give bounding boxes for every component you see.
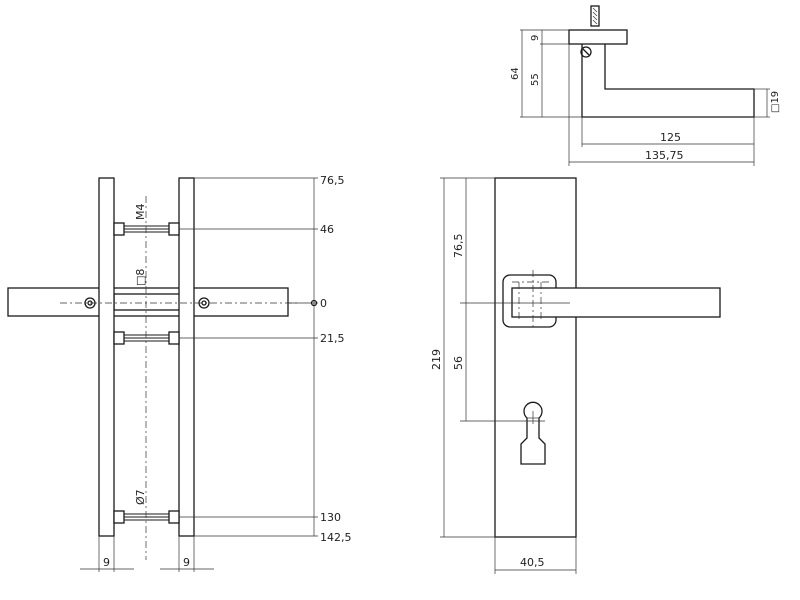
side-dim-142-5: 142,5 — [320, 531, 352, 544]
keyhole — [520, 401, 546, 465]
side-dim-130: 130 — [320, 511, 341, 524]
top-view: 9 64 55 □19 125 135,75 — [510, 5, 781, 166]
side-dim-0: 0 — [320, 297, 327, 310]
side-view: 76,5 46 0 21,5 130 142,5 M4 □8 Ø7 9 9 — [7, 174, 352, 572]
top-dim-19: □19 — [770, 91, 781, 113]
side-width-9-left: 9 — [103, 556, 110, 569]
top-spindle — [590, 5, 600, 27]
top-dim-9: 9 — [530, 35, 541, 41]
bolt-130 — [113, 510, 180, 524]
side-dim-21-5: 21,5 — [320, 332, 345, 345]
front-view: 219 76,5 56 40,5 — [430, 177, 721, 574]
front-dim-56: 56 — [452, 356, 465, 370]
front-dim-76-5: 76,5 — [452, 234, 465, 259]
side-plate-left — [98, 177, 115, 537]
side-dim-46: 46 — [320, 223, 334, 236]
top-dim-55: 55 — [530, 73, 541, 86]
side-thread-m4: M4 — [134, 204, 147, 221]
side-dim-76-5: 76,5 — [320, 174, 345, 187]
front-dim-40-5: 40,5 — [520, 556, 545, 569]
top-dim-135-75: 135,75 — [645, 149, 684, 162]
top-rose — [568, 29, 628, 45]
bolt-21-5 — [113, 331, 180, 345]
front-lever — [511, 287, 721, 318]
top-dim-64: 64 — [510, 67, 521, 80]
bolt-46 — [113, 222, 180, 236]
side-lever — [7, 287, 289, 317]
side-square-8: □8 — [134, 269, 147, 286]
side-diameter-7: Ø7 — [134, 489, 147, 505]
side-width-9-right: 9 — [183, 556, 190, 569]
front-dim-219: 219 — [430, 349, 443, 370]
top-handle — [581, 44, 755, 118]
front-plate — [494, 177, 577, 538]
top-dim-125: 125 — [660, 131, 681, 144]
side-plate-right — [178, 177, 195, 537]
